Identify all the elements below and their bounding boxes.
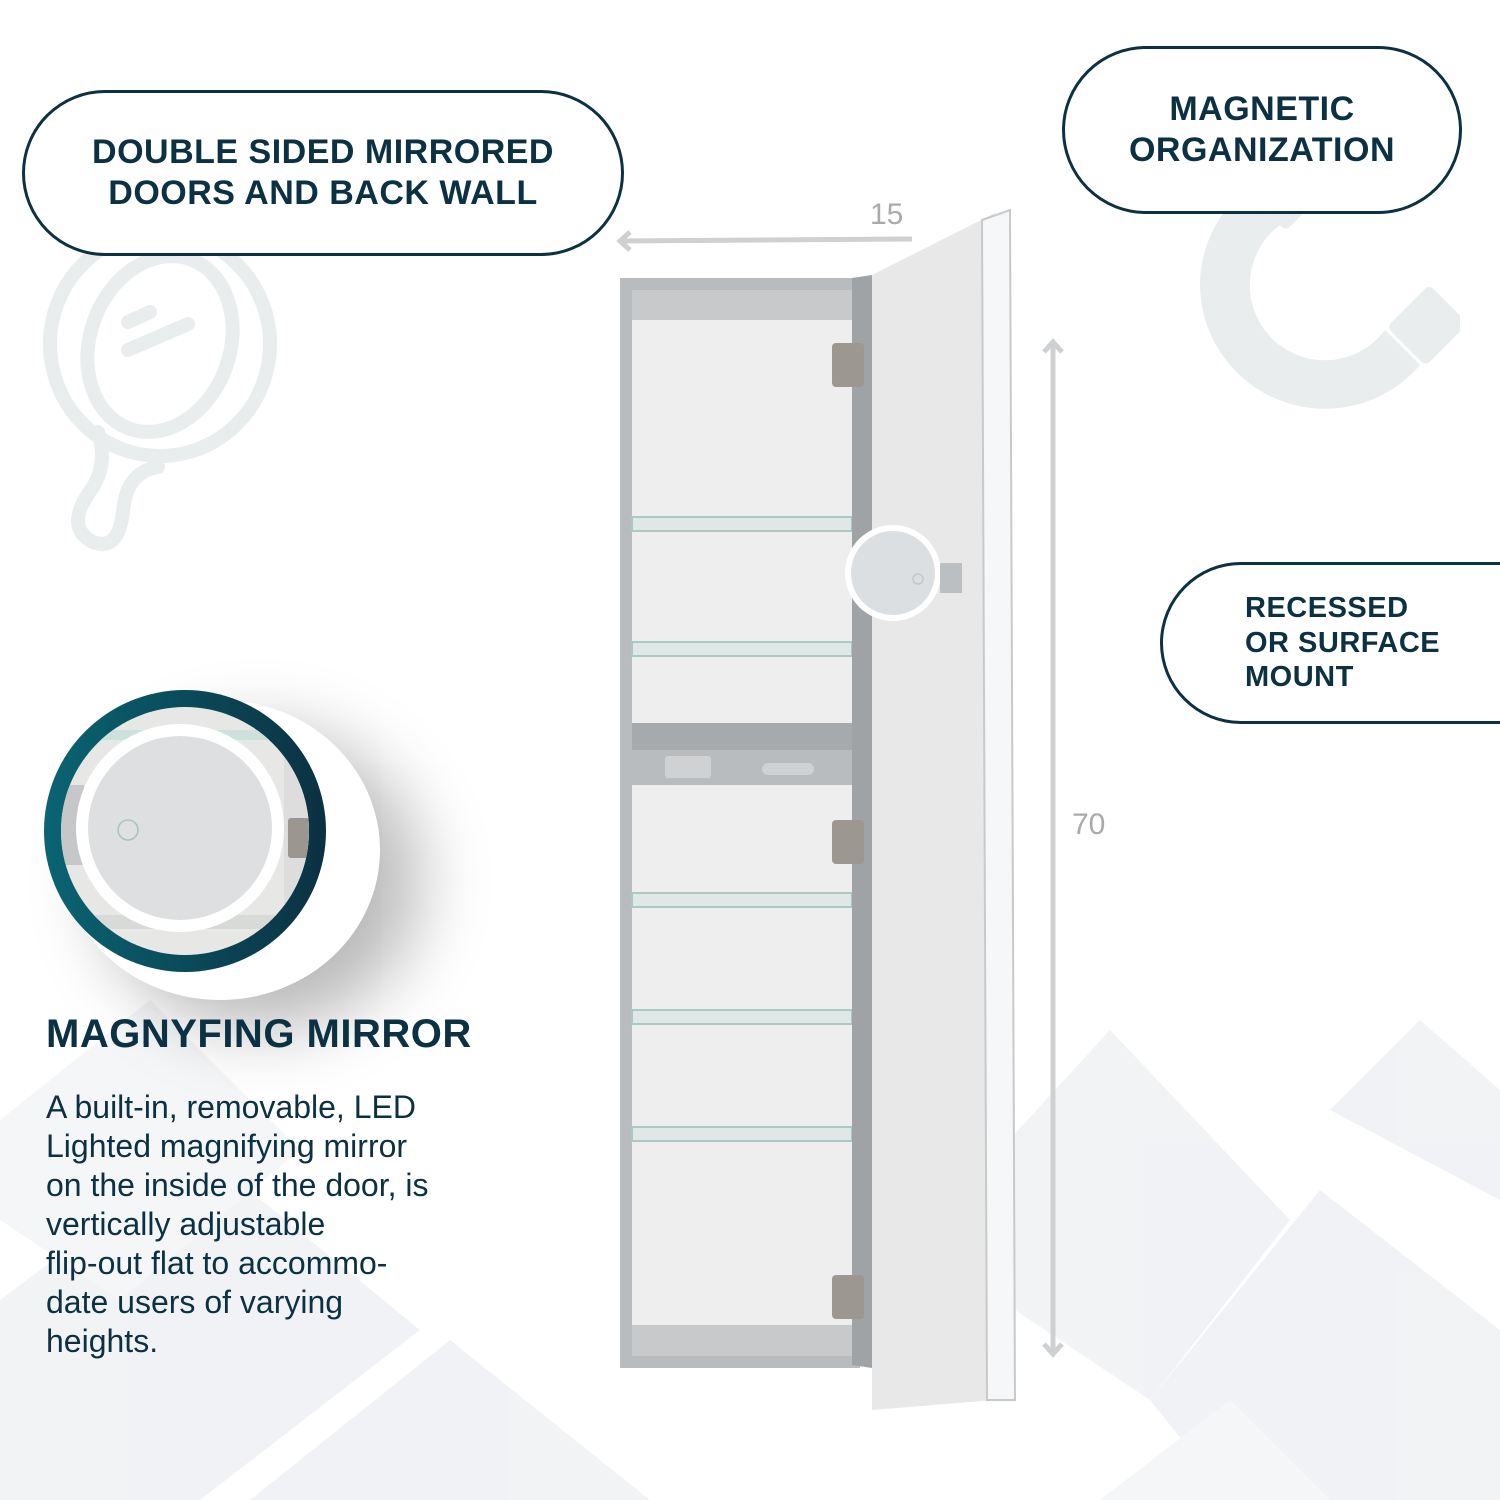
callout-magnetic-organization: MAGNETIC ORGANIZATION xyxy=(1062,46,1462,214)
callout-recessed-or-surface-mount: RECESSED OR SURFACE MOUNT xyxy=(1160,562,1500,724)
feature-description-line: A built-in, removable, LED xyxy=(46,1089,416,1125)
feature-description-line: flip-out flat to accommo- xyxy=(46,1245,388,1281)
height-dimension-label: 70 xyxy=(1072,808,1106,841)
magnifying-mirror-closeup xyxy=(44,690,326,972)
callout-double-sided-mirrored: DOUBLE SIDED MIRRORED DOORS AND BACK WAL… xyxy=(22,90,624,256)
feature-description-line: date users of varying xyxy=(46,1284,344,1320)
feature-description-line: heights. xyxy=(46,1323,159,1359)
callout-line: ORGANIZATION xyxy=(1128,131,1395,169)
callout-line: OR SURFACE xyxy=(1245,626,1441,659)
height-dimension-arrow xyxy=(1042,338,1064,1358)
width-dimension-arrow xyxy=(616,230,913,252)
feature-description-line: Lighted magnifying mirror xyxy=(46,1128,408,1164)
feature-description: A built-in, removable, LED Lighted magni… xyxy=(46,1088,546,1361)
feature-description-line: on the inside of the door, is xyxy=(46,1167,429,1203)
callout-line: DOORS AND BACK WALL xyxy=(108,174,538,212)
medicine-cabinet-illustration xyxy=(620,208,1017,1410)
width-dimension-label: 15 xyxy=(870,198,904,231)
callout-line: RECESSED xyxy=(1245,591,1409,624)
callout-line: MAGNETIC xyxy=(1169,90,1355,129)
feature-title: MAGNYFING MIRROR xyxy=(46,1012,472,1056)
hand-mirror-icon xyxy=(43,225,277,551)
callout-line: MOUNT xyxy=(1245,661,1354,694)
callout-line: DOUBLE SIDED MIRRORED xyxy=(92,133,554,172)
feature-description-line: vertically adjustable xyxy=(46,1206,326,1242)
